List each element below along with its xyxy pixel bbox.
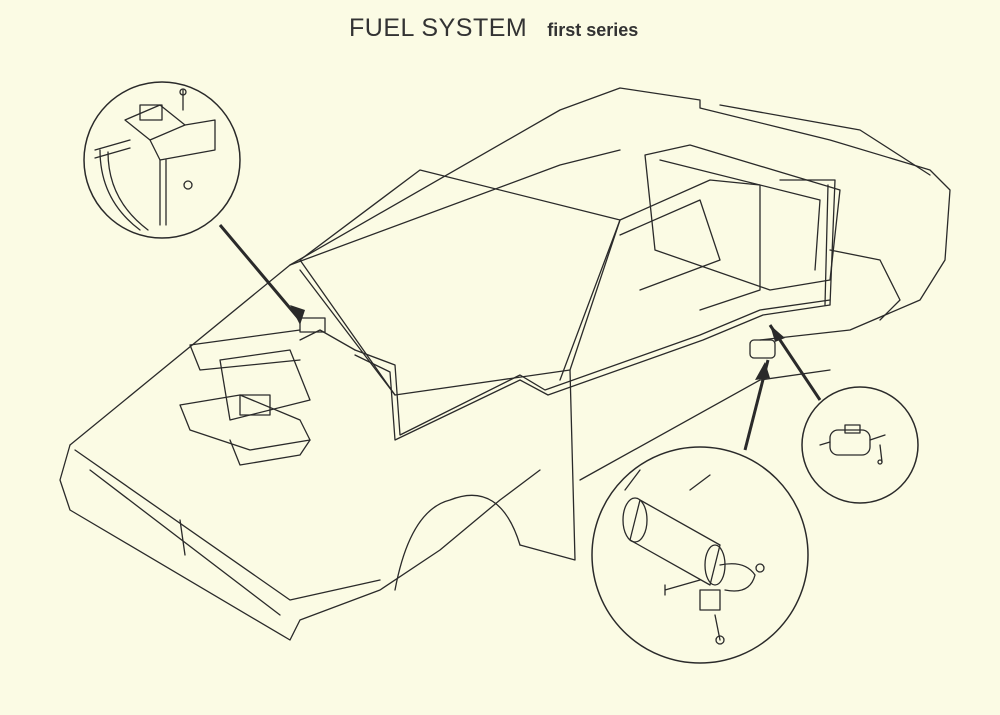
fuel-lines [189, 179, 836, 441]
leader-line-regulator [218, 224, 302, 321]
car-body-outline [59, 87, 951, 641]
detail-fuel-pump [591, 446, 809, 664]
diagram-title: FUEL SYSTEM first series [349, 14, 638, 43]
fuel-tank [644, 144, 841, 291]
arrow-pump [755, 362, 770, 380]
engine-carburettor [179, 349, 311, 466]
arrow-regulator [290, 305, 305, 325]
detail-fuel-filter [801, 386, 919, 504]
arrow-filter [770, 325, 785, 342]
pump-location [299, 317, 776, 359]
title-subtitle: first series [547, 20, 639, 40]
detail-pressure-regulator [83, 81, 241, 239]
title-main: FUEL SYSTEM [349, 14, 528, 42]
